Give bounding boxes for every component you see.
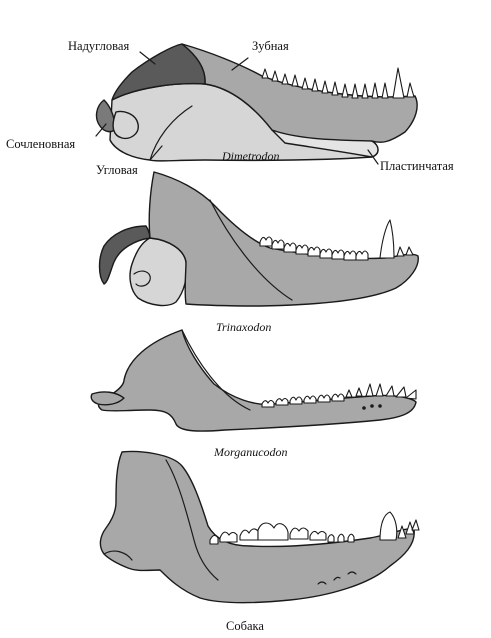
species-morganucodon: Morganucodon	[213, 445, 288, 459]
dentary-bone	[181, 43, 418, 143]
condyle	[112, 110, 139, 140]
jaw-morganucodon	[90, 329, 417, 432]
dentary-bone	[97, 329, 417, 432]
articular-process	[90, 391, 125, 406]
articular-bone	[95, 99, 117, 133]
teeth-morganucodon	[261, 383, 417, 408]
species-dog: Собака	[226, 619, 264, 633]
teeth-trinaxodon	[259, 219, 414, 261]
teeth-dog	[209, 511, 420, 545]
species-dimetrodon: Dimetrodon	[221, 149, 280, 163]
surangular-bone	[98, 225, 151, 285]
teeth-dimetrodon	[261, 67, 415, 99]
label-surangular: Надугловая	[68, 39, 129, 53]
label-articular: Сочленовная	[6, 137, 75, 151]
label-splenial: Пластинчатая	[380, 159, 454, 173]
species-trinaxodon: Trinaxodon	[216, 320, 271, 334]
label-angular: Угловая	[96, 163, 138, 177]
dentary-bone	[99, 450, 415, 604]
jaw-trinaxodon	[98, 171, 419, 307]
jaw-dog	[99, 450, 420, 604]
jaw-dimetrodon	[95, 43, 418, 165]
label-dentary: Зубная	[252, 39, 289, 53]
dentary-bone	[148, 171, 419, 307]
